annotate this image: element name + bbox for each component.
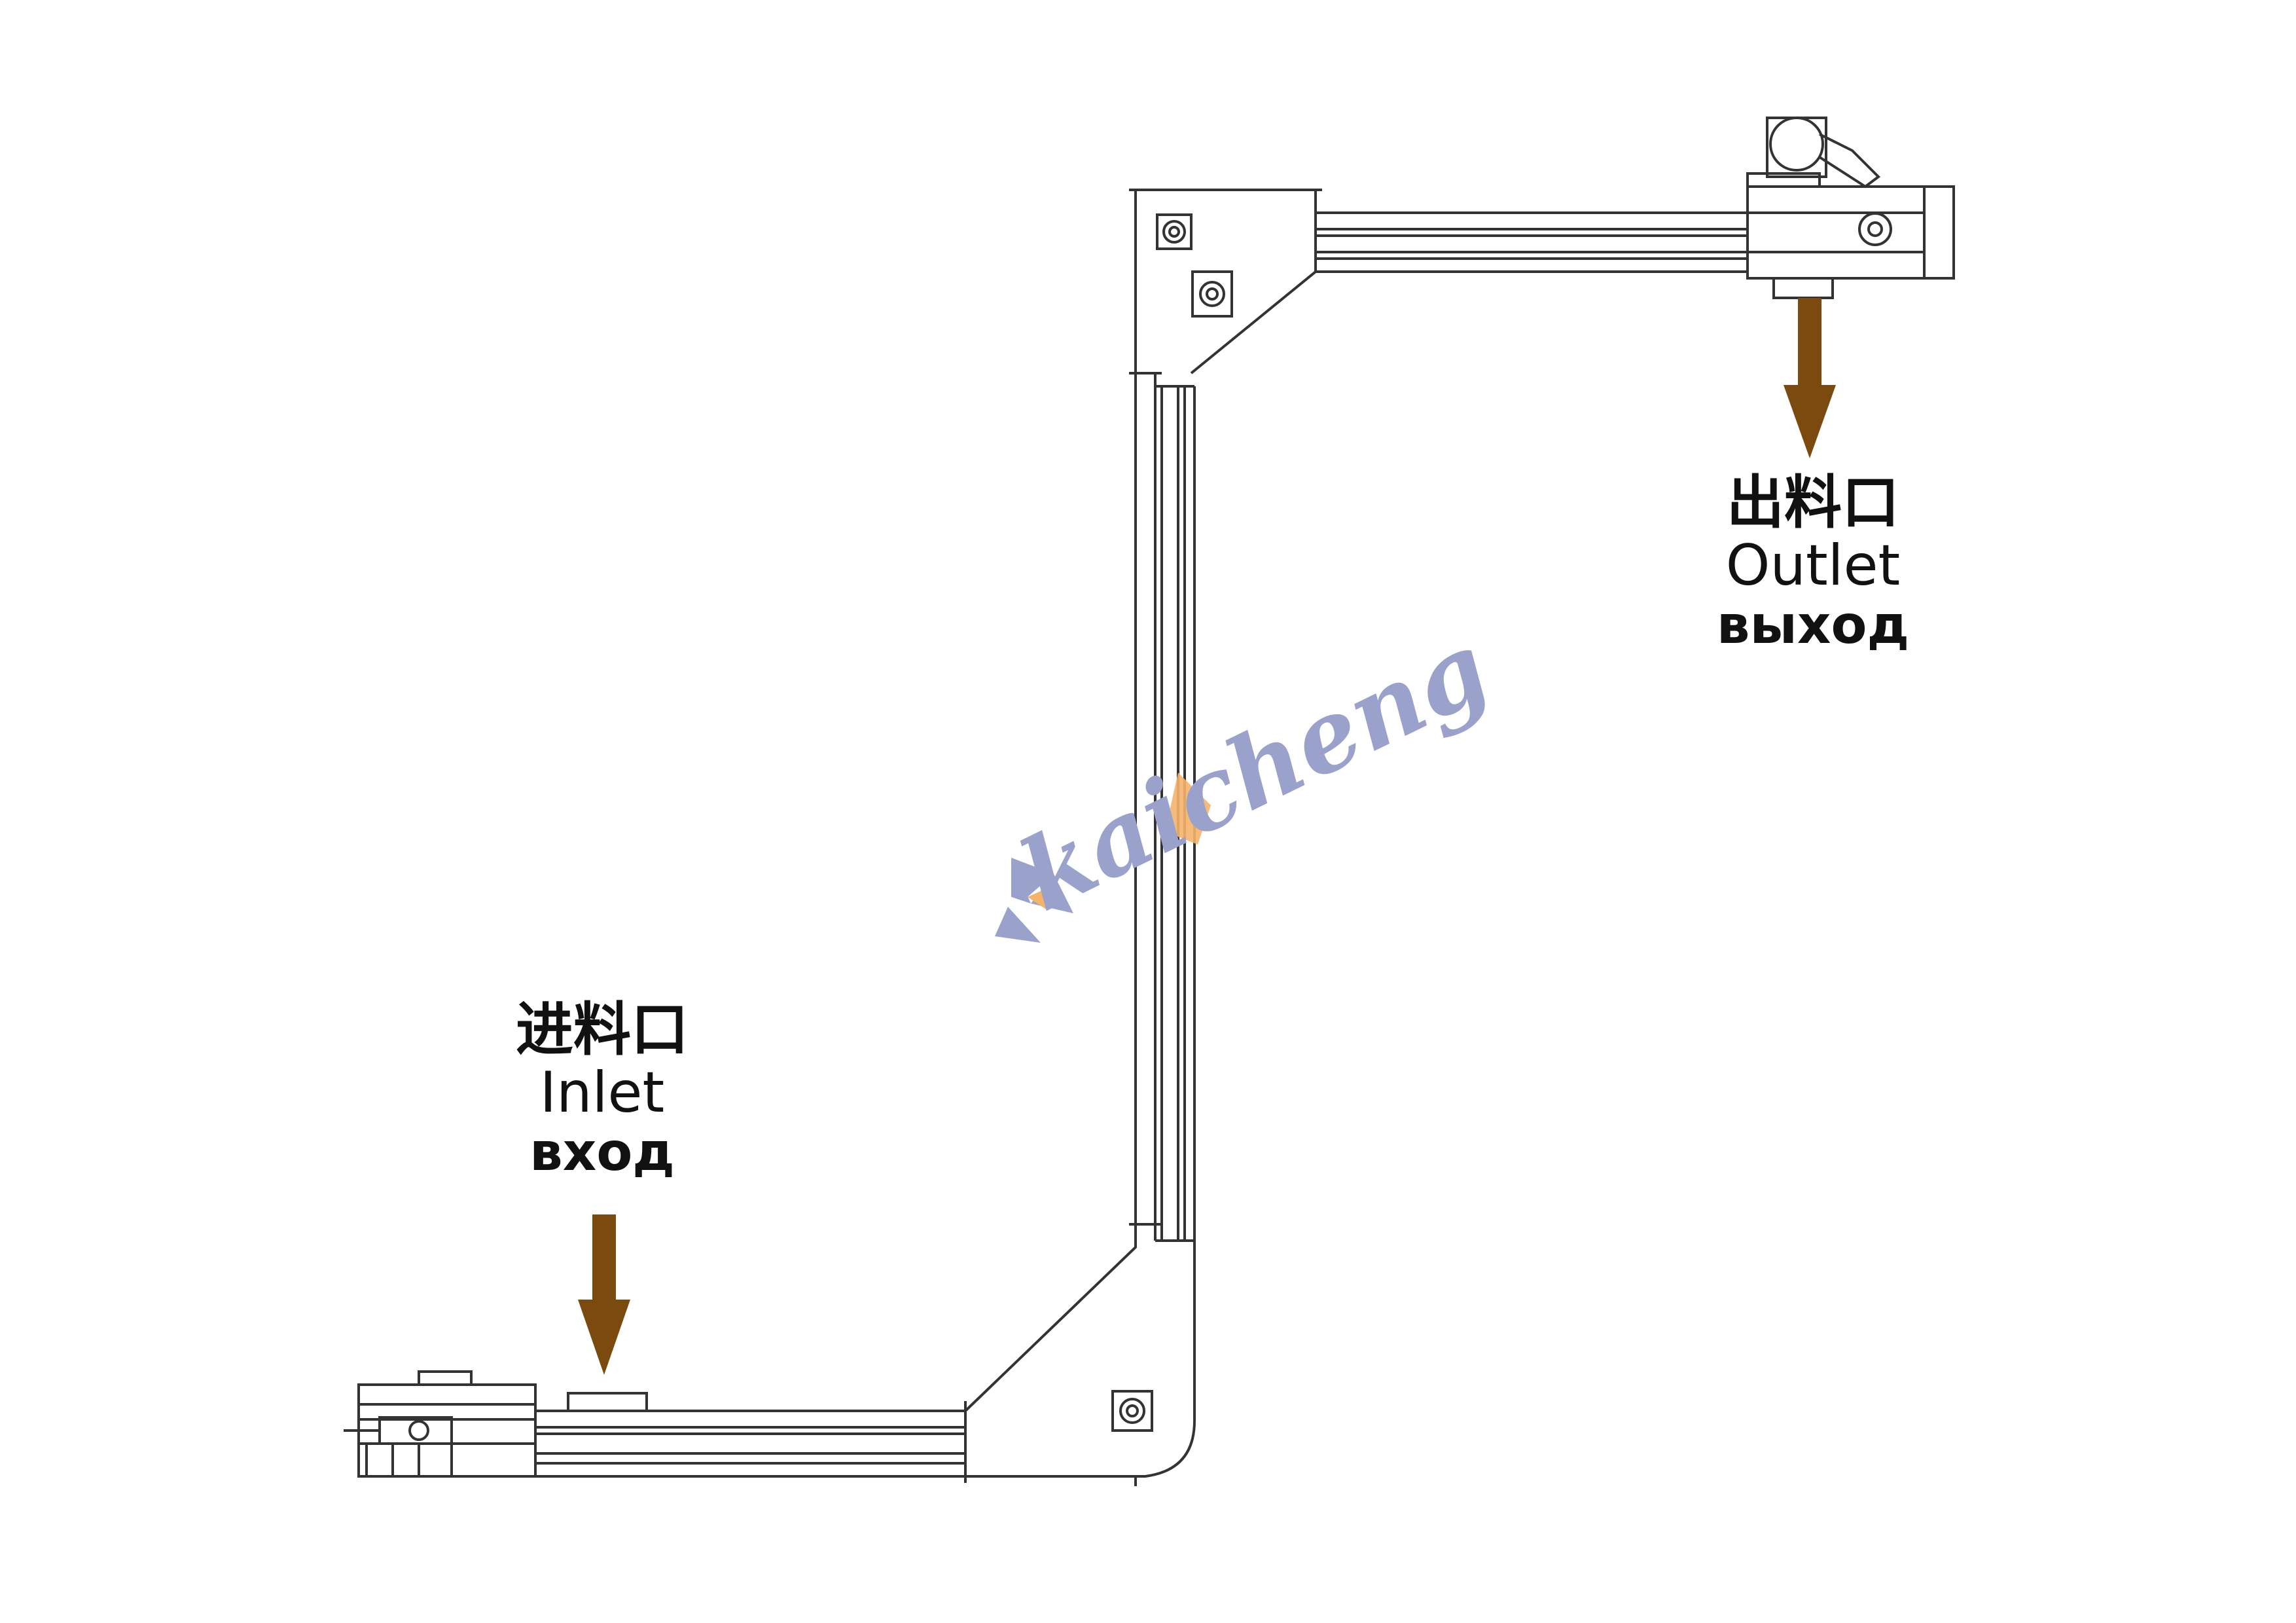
top-bend [1129,189,1322,374]
lower-bend [964,1241,1196,1486]
outlet-arrow [1784,298,1836,458]
outlet-label-cn: 出料口 [1726,469,1899,536]
inlet-label-en: Inlet [539,1059,665,1125]
inlet-arrow [578,1214,630,1375]
upper-horizontal-section [1316,211,1748,273]
inlet-label-cn: 进料口 [515,996,689,1063]
outlet-label: 出料口 Outlet выход [1708,471,1918,654]
outlet-label-ru: выход [1716,594,1910,656]
inlet-label-ru: вход [529,1122,675,1183]
inlet-label: 进料口 Inlet вход [497,998,707,1181]
tail-housing [344,1370,537,1478]
head-drive [1746,117,1955,299]
kaicheng-logo-icon [995,773,1211,943]
lower-horizontal-section [535,1392,967,1483]
outlet-label-en: Outlet [1725,532,1901,598]
